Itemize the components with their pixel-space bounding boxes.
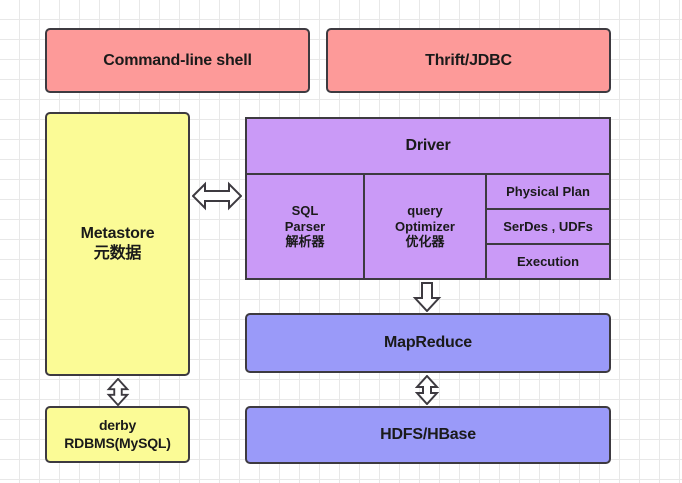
node-physical-plan[interactable]: Physical Plan (487, 175, 609, 210)
node-serdes-udfs-label: SerDes , UDFs (503, 219, 593, 234)
arrow-driver-mapreduce-icon (412, 282, 442, 312)
node-hdfs-hbase[interactable]: HDFS/HBase (245, 406, 611, 464)
driver-body: SQL Parser 解析器 query Optimizer 优化器 Physi… (245, 175, 611, 280)
node-derby-rdbms[interactable]: derby RDBMS(MySQL) (45, 406, 190, 463)
node-command-line-shell-label: Command-line shell (103, 51, 252, 69)
arrow-metastore-driver-icon (192, 180, 242, 212)
node-metastore-label-zh: 元数据 (93, 245, 142, 262)
node-thrift-jdbc[interactable]: Thrift/JDBC (326, 28, 611, 93)
node-mapreduce-label: MapReduce (384, 334, 472, 351)
node-mapreduce[interactable]: MapReduce (245, 313, 611, 373)
node-sql-parser-line2: Parser (284, 218, 326, 234)
arrow-metastore-derby-icon (106, 378, 130, 406)
node-query-optimizer[interactable]: query Optimizer 优化器 (365, 175, 487, 278)
node-execution[interactable]: Execution (487, 245, 609, 278)
arrow-mapreduce-hdfs-icon (415, 375, 439, 405)
node-metastore-label-en: Metastore (80, 225, 155, 242)
node-driver-label: Driver (405, 137, 451, 154)
driver-right-stack: Physical Plan SerDes , UDFs Execution (487, 175, 609, 278)
node-derby-label: derby (98, 417, 137, 433)
node-metastore[interactable]: Metastore 元数据 (45, 112, 190, 376)
node-serdes-udfs[interactable]: SerDes , UDFs (487, 210, 609, 245)
node-command-line-shell[interactable]: Command-line shell (45, 28, 310, 93)
node-physical-plan-label: Physical Plan (506, 184, 590, 199)
node-sql-parser-line3-zh: 解析器 (285, 234, 325, 250)
node-query-optimizer-line2: Optimizer (395, 218, 455, 234)
node-query-optimizer-line1: query (407, 202, 443, 218)
node-rdbms-label: RDBMS(MySQL) (64, 434, 171, 451)
node-sql-parser[interactable]: SQL Parser 解析器 (247, 175, 365, 278)
node-sql-parser-line1: SQL (291, 202, 319, 218)
node-query-optimizer-line3-zh: 优化器 (405, 234, 445, 250)
node-hdfs-hbase-label: HDFS/HBase (380, 426, 476, 443)
node-execution-label: Execution (516, 254, 580, 269)
node-driver-header[interactable]: Driver (245, 117, 611, 175)
node-thrift-jdbc-label: Thrift/JDBC (425, 51, 512, 69)
